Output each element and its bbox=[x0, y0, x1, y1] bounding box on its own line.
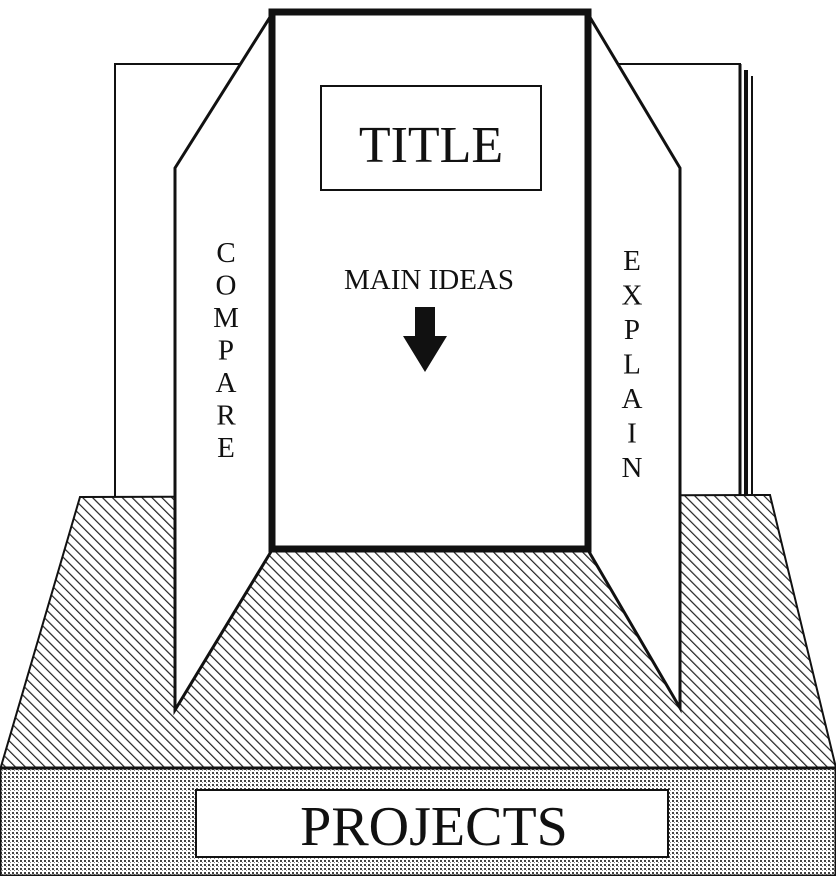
title-label: TITLE bbox=[359, 117, 503, 174]
right-panel-letter: P bbox=[624, 314, 640, 346]
left-panel-letter: E bbox=[217, 432, 235, 464]
left-panel-letter: A bbox=[216, 367, 237, 399]
base-label: PROJECTS bbox=[300, 796, 568, 858]
right-panel-letter: I bbox=[627, 418, 637, 450]
right-panel-letter: E bbox=[623, 245, 641, 277]
left-panel-letter: M bbox=[213, 302, 239, 334]
left-panel-letter: C bbox=[216, 237, 235, 269]
right-panel-letter: A bbox=[622, 383, 643, 415]
left-panel-letter: P bbox=[218, 335, 234, 367]
left-panel-letter: R bbox=[216, 400, 236, 432]
right-panel-letter: L bbox=[623, 349, 641, 381]
right-panel-letter: N bbox=[622, 452, 643, 484]
left-panel-letter: O bbox=[216, 270, 237, 302]
right-panel-letter: X bbox=[622, 280, 643, 312]
main-ideas-label: MAIN IDEAS bbox=[344, 264, 514, 296]
